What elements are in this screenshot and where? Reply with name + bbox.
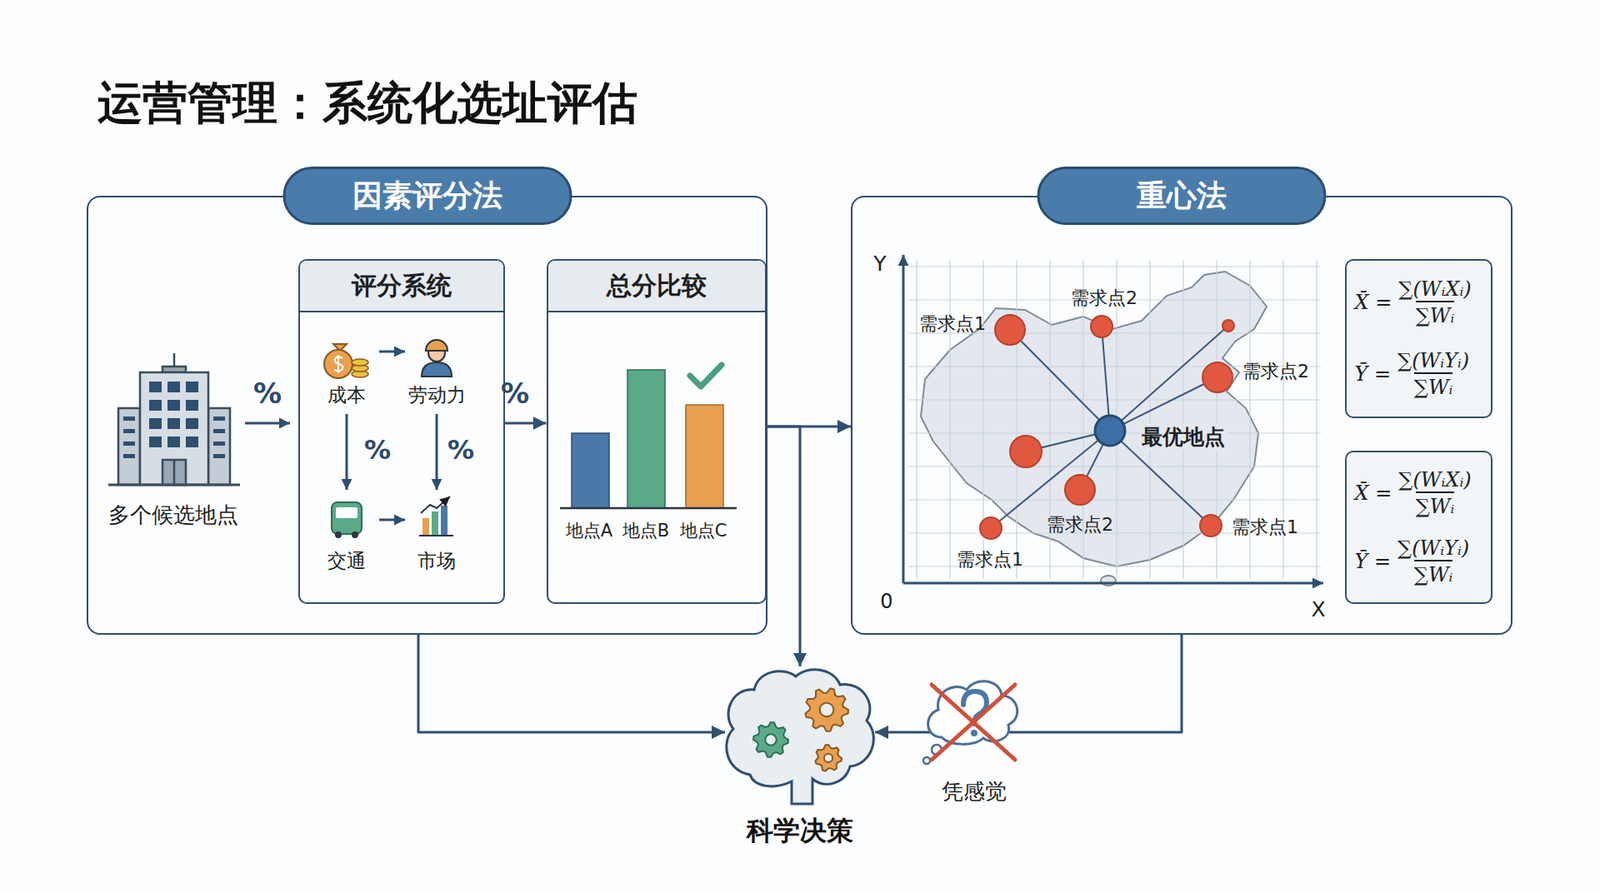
location-label: 多个候选地点 <box>108 500 239 530</box>
flow-connector <box>875 635 1182 733</box>
demand-point-label: 需求点1 <box>1231 515 1299 540</box>
formula-row: X̄ =∑(WᵢXᵢ)∑Wᵢ <box>1355 277 1483 328</box>
grid-line <box>915 260 917 580</box>
box-heading: 总分比较 <box>548 260 765 313</box>
formula-term: X̄ = <box>1355 481 1393 505</box>
formula-row: Ȳ =∑(WᵢYᵢ)∑Wᵢ <box>1355 536 1483 587</box>
title: 运营管理：系统化选址评估 <box>97 73 638 135</box>
bar-label: 地点A <box>565 519 613 543</box>
factor-label: 交通 <box>327 548 366 575</box>
panel-heading: 重心法 <box>1037 166 1327 225</box>
demand-point-label: 需求点1 <box>956 547 1024 573</box>
axis-label: X <box>1310 597 1325 622</box>
formula-term: ∑Wᵢ <box>1415 491 1455 519</box>
weight-sign: % <box>253 376 282 410</box>
demand-point-label: 需求点2 <box>1242 359 1310 385</box>
grid-line <box>908 465 1321 467</box>
factor-label: 成本 <box>327 382 366 409</box>
demand-point-label: 需求点1 <box>919 311 986 337</box>
flow-connector <box>418 635 725 733</box>
gear <box>753 722 789 758</box>
formula-term: ∑(WᵢYᵢ) <box>1397 349 1470 373</box>
formula-term: Ȳ = <box>1355 550 1392 574</box>
fraction: ∑(WᵢXᵢ)∑Wᵢ <box>1398 277 1471 328</box>
bar-label: 地点C <box>680 519 728 543</box>
grid-line <box>908 265 1321 267</box>
labor-icon <box>421 340 452 377</box>
building-icon <box>108 353 240 485</box>
demand-point-label: 需求点2 <box>1070 285 1138 311</box>
formula-row: Ȳ =∑(WᵢYᵢ)∑Wᵢ <box>1355 349 1483 400</box>
formula-term: ∑Wᵢ <box>1415 300 1455 328</box>
formula-term: X̄ = <box>1355 290 1393 315</box>
method-panel: 重心法X̄ =∑(WᵢXᵢ)∑WᵢȲ =∑(WᵢYᵢ)∑WᵢX̄ =∑(WᵢX… <box>850 195 1513 635</box>
flow-connector <box>505 422 547 425</box>
formula-term: Ȳ = <box>1355 362 1392 386</box>
map <box>903 255 1324 586</box>
formula-term: ∑(WᵢYᵢ) <box>1397 536 1470 560</box>
gear <box>815 745 842 772</box>
grid-line <box>1015 260 1017 580</box>
formula-term: ∑Wᵢ <box>1414 372 1454 400</box>
traffic-icon <box>331 502 362 539</box>
step-box: 总分比较 <box>546 259 767 605</box>
optimal-point-label: 最优地点 <box>1139 423 1228 451</box>
factor-label: 劳动力 <box>408 382 466 409</box>
cost-icon <box>324 344 369 379</box>
node-label: 科学决策 <box>725 813 875 850</box>
formula-box: X̄ =∑(WᵢXᵢ)∑WᵢȲ =∑(WᵢYᵢ)∑Wᵢ <box>1345 450 1493 605</box>
axis-label: Y <box>873 251 886 276</box>
market-icon <box>419 496 454 536</box>
rejected-method-label: 凭感觉 <box>941 777 1007 807</box>
brain-icon <box>726 670 875 805</box>
gut-feeling-icon <box>923 681 1018 765</box>
factor-label: 市场 <box>417 548 456 575</box>
grid-line <box>1182 260 1184 580</box>
grid-line <box>908 399 1321 400</box>
weight-sign: % <box>500 376 530 410</box>
fraction: ∑(WᵢYᵢ)∑Wᵢ <box>1397 349 1470 400</box>
gear <box>805 688 849 732</box>
box-heading: 评分系统 <box>300 260 504 313</box>
flow-connector <box>767 426 800 667</box>
weight-sign: % <box>447 434 475 466</box>
grid-line <box>908 499 1321 500</box>
panel-heading: 因素评分法 <box>282 166 572 225</box>
weight-sign: % <box>364 434 391 466</box>
formula-term: ∑Wᵢ <box>1414 560 1454 587</box>
grid-line <box>949 260 950 580</box>
score-bars <box>560 365 737 509</box>
axis-label: 0 <box>880 590 893 614</box>
formula-term: ∑(WᵢXᵢ) <box>1398 277 1471 301</box>
demand-point-label: 需求点2 <box>1046 512 1114 538</box>
formula-box: X̄ =∑(WᵢXᵢ)∑WᵢȲ =∑(WᵢYᵢ)∑Wᵢ <box>1345 259 1493 419</box>
grid-line <box>1315 260 1317 580</box>
fraction: ∑(WᵢXᵢ)∑Wᵢ <box>1398 468 1471 519</box>
formula-term: ∑(WᵢXᵢ) <box>1398 468 1471 492</box>
grid-line <box>1149 260 1150 580</box>
fraction: ∑(WᵢYᵢ)∑Wᵢ <box>1397 536 1470 587</box>
formula-row: X̄ =∑(WᵢXᵢ)∑Wᵢ <box>1355 468 1483 519</box>
decision-node: 科学决策 <box>725 666 875 852</box>
bar-label: 地点B <box>622 519 670 543</box>
